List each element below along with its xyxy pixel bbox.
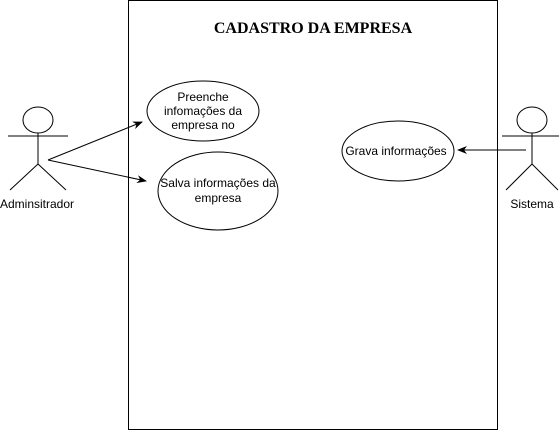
arrow-admin-preenche	[47, 121, 143, 161]
arrow-admin-salva	[47, 159, 147, 184]
actor-admin-label: Adminsitrador	[0, 197, 74, 211]
actor-system-label: Sistema	[510, 197, 554, 211]
use-case-salva-line2: empresa	[195, 191, 242, 205]
use-case-preenche-line2: infomações da	[164, 104, 242, 118]
use-case-salva-line1: Salva informações da	[160, 176, 276, 190]
use-case-preenche	[146, 80, 260, 142]
use-case-grava	[341, 120, 455, 182]
actor-system	[502, 106, 559, 191]
use-case-preenche-line3: empresa no	[171, 118, 235, 132]
system-title: CADASTRO DA EMPRESA	[214, 20, 413, 37]
use-case-preenche-line1: Preenche	[177, 90, 229, 104]
use-case-salva	[157, 151, 279, 231]
actor-admin	[8, 106, 68, 191]
use-case-grava-label: Grava informações	[345, 144, 446, 158]
